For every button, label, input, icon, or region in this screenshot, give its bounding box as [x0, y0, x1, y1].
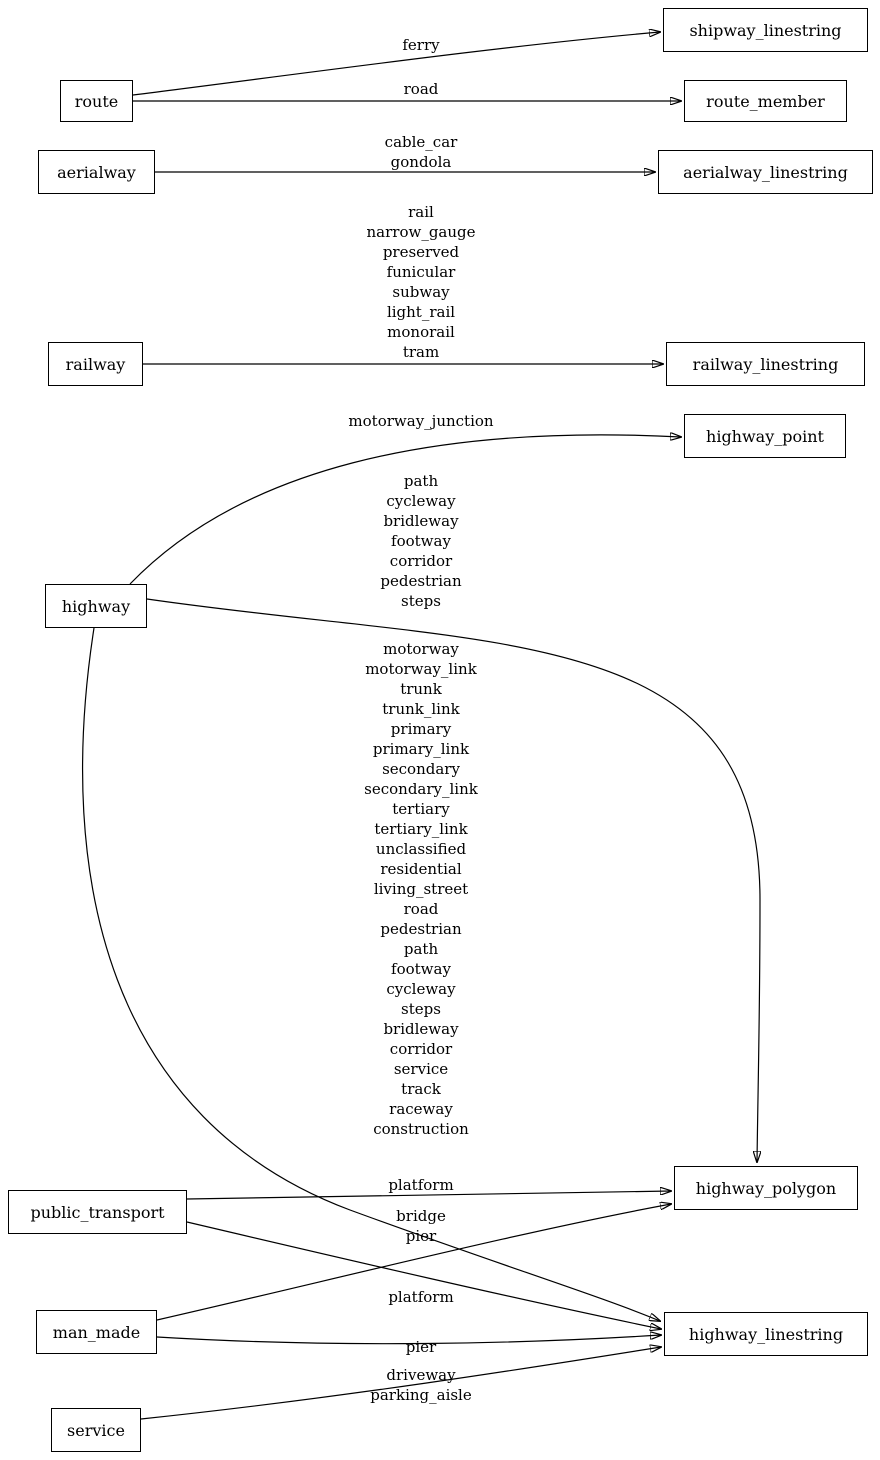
- edge-highway-highway_linestring: [82, 627, 660, 1321]
- edge-label-public_transport-polygon: platform: [388, 1176, 454, 1194]
- edge-man_made-highway_linestring: [156, 1335, 661, 1345]
- edge-highway-highway_polygon: [146, 598, 760, 1162]
- node-shipway_linestring: shipway_linestring: [663, 8, 868, 52]
- edge-label-highway-point: motorway_junction: [348, 412, 494, 430]
- edge-label-service-linestring: driveway parking_aisle: [370, 1366, 472, 1404]
- edge-label-highway-linestring: motorway motorway_link trunk trunk_link …: [364, 640, 478, 1138]
- node-route_member: route_member: [684, 80, 847, 122]
- edge-label-man_made-polygon: bridge pier: [396, 1207, 446, 1245]
- edge-label-route-route_member: road: [403, 80, 439, 98]
- edge-public_transport-highway_linestring: [186, 1221, 661, 1329]
- node-highway_linestring: highway_linestring: [664, 1312, 868, 1356]
- edge-route-shipway_linestring: [132, 32, 660, 96]
- node-highway_point: highway_point: [684, 414, 846, 458]
- node-service: service: [51, 1408, 141, 1452]
- edge-label-aerialway: cable_car gondola: [384, 133, 458, 171]
- edge-service-highway_linestring: [140, 1347, 661, 1420]
- node-route: route: [60, 80, 133, 122]
- node-railway: railway: [48, 342, 143, 386]
- edge-public_transport-highway_polygon: [186, 1191, 671, 1200]
- node-highway_polygon: highway_polygon: [674, 1166, 858, 1210]
- edge-label-railway: rail narrow_gauge preserved funicular su…: [366, 203, 476, 361]
- edge-label-route-shipway: ferry: [402, 36, 440, 54]
- node-highway: highway: [45, 584, 147, 628]
- edge-man_made-highway_polygon: [156, 1204, 671, 1321]
- edge-highway-highway_point: [129, 435, 681, 585]
- node-aerialway: aerialway: [38, 150, 155, 194]
- node-aerialway_linestring: aerialway_linestring: [658, 150, 873, 194]
- node-public_transport: public_transport: [8, 1190, 187, 1234]
- edge-label-highway-polygon: path cycleway bridleway footway corridor…: [380, 472, 462, 610]
- node-man_made: man_made: [36, 1310, 157, 1354]
- edge-label-public_transport-linestring: platform: [388, 1288, 454, 1306]
- node-railway_linestring: railway_linestring: [666, 342, 865, 386]
- edge-label-man_made-linestring: pier: [405, 1338, 437, 1356]
